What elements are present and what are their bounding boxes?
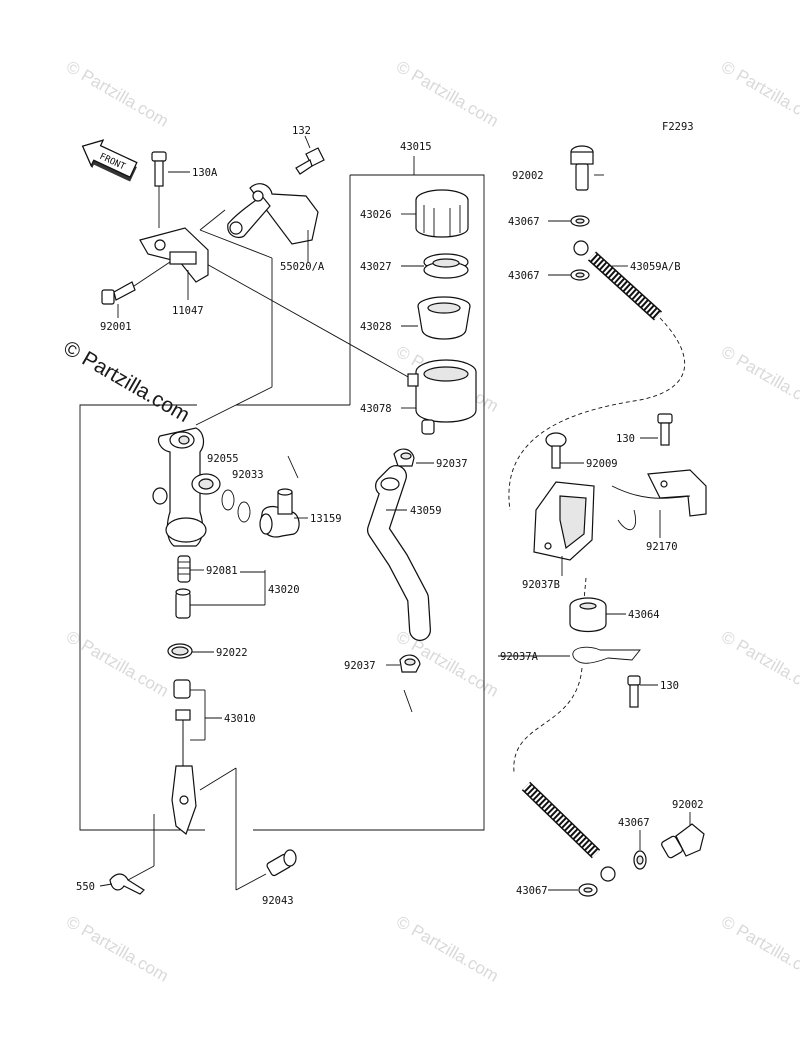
grommet-43064	[569, 597, 607, 633]
bolt-130-low	[627, 675, 641, 708]
callout-92037b[interactable]: 92037B	[522, 579, 560, 591]
callout-43067-c[interactable]: 43067	[618, 817, 650, 829]
watermark-text: © Partzilla.com	[718, 57, 800, 131]
washer-43067-b	[570, 269, 590, 281]
diaphragm-43028	[417, 296, 471, 340]
clamp-92037-mid	[399, 654, 421, 713]
callout-132[interactable]: 132	[292, 125, 311, 137]
watermark-text: © Partzilla.com	[63, 627, 172, 701]
hose-43059	[367, 465, 431, 641]
bolt-92001	[101, 261, 171, 305]
callout-43010[interactable]: 43010	[224, 713, 256, 725]
guide-92037b	[533, 481, 595, 561]
callout-43059ab[interactable]: 43059A/B	[630, 261, 681, 273]
spring-92081	[177, 555, 191, 583]
callout-92009[interactable]: 92009	[586, 458, 618, 470]
callout-43020[interactable]: 43020	[268, 584, 300, 596]
piston-43020	[175, 588, 191, 619]
clamp-92037a	[572, 646, 641, 664]
frame-lines	[79, 174, 485, 831]
callout-43015[interactable]: 43015	[400, 141, 432, 153]
clamp-92037-top	[393, 448, 415, 467]
watermark-text: © Partzilla.com	[63, 912, 172, 986]
diagram-code: F2293	[662, 121, 694, 133]
callout-43059[interactable]: 43059	[410, 505, 442, 517]
callout-43028[interactable]: 43028	[360, 321, 392, 333]
callout-92037a[interactable]: 92037A	[500, 651, 539, 663]
callout-43027[interactable]: 43027	[360, 261, 392, 273]
callout-92002-top[interactable]: 92002	[512, 170, 544, 182]
callout-92043[interactable]: 92043	[262, 895, 294, 907]
callout-130a[interactable]: 130A	[192, 167, 218, 179]
callout-92001[interactable]: 92001	[100, 321, 132, 333]
pin-92043	[199, 767, 297, 891]
master-cylinder-body	[152, 427, 221, 547]
plate-43027	[423, 253, 469, 279]
callout-92170[interactable]: 92170	[646, 541, 678, 553]
watermark-text: © Partzilla.com	[393, 912, 502, 986]
fitting-13159	[259, 455, 300, 538]
callout-92055[interactable]: 92055	[207, 453, 239, 465]
callout-92081[interactable]: 92081	[206, 565, 238, 577]
bolt-92009	[545, 432, 567, 469]
callout-43078[interactable]: 43078	[360, 403, 392, 415]
callout-130[interactable]: 130	[616, 433, 635, 445]
callout-55020a[interactable]: 55020/A	[280, 261, 325, 273]
callout-550[interactable]: 550	[76, 881, 95, 893]
bolt-132	[295, 147, 325, 175]
watermark-text: © Partzilla.com	[718, 912, 800, 986]
cap-43026	[415, 189, 469, 238]
o-ring-92033	[237, 501, 251, 523]
front-arrow-icon: FRONT	[81, 139, 138, 182]
callout-43067-d[interactable]: 43067	[516, 885, 548, 897]
reservoir-43078	[407, 359, 477, 435]
brake-hose-43059ab	[508, 240, 686, 882]
callout-43064[interactable]: 43064	[628, 609, 660, 621]
callout-11047[interactable]: 11047	[172, 305, 204, 317]
callout-92022[interactable]: 92022	[216, 647, 248, 659]
washer-43067-d	[578, 883, 598, 897]
bolt-130	[657, 413, 673, 446]
washer-43067-c	[633, 850, 647, 870]
callout-92037-top[interactable]: 92037	[436, 458, 468, 470]
callout-92037-mid[interactable]: 92037	[344, 660, 376, 672]
washer-43067-a	[570, 215, 590, 227]
leader-lines	[99, 135, 691, 891]
callout-92033[interactable]: 92033	[232, 469, 264, 481]
callout-43067-b[interactable]: 43067	[508, 270, 540, 282]
o-ring-92055	[221, 489, 235, 511]
callout-43067-a[interactable]: 43067	[508, 216, 540, 228]
watermark-text: © Partzilla.com	[718, 627, 800, 701]
watermark-text: © Partzilla.com	[393, 57, 502, 131]
banjo-bolt-92002-low	[661, 823, 705, 859]
pushrod-43010	[171, 679, 197, 835]
callout-130-low[interactable]: 130	[660, 680, 679, 692]
watermark-text: © Partzilla.com	[63, 57, 172, 131]
bracket-92170	[611, 469, 707, 531]
watermark-text: © Partzilla.com	[718, 342, 800, 416]
bolt-130a	[151, 151, 167, 228]
lever-55020a	[227, 183, 319, 245]
banjo-bolt-92002-top	[570, 145, 594, 191]
cotter-pin-550	[109, 814, 155, 895]
callout-13159[interactable]: 13159	[310, 513, 342, 525]
callout-43026[interactable]: 43026	[360, 209, 392, 221]
circlip-92022	[167, 643, 193, 659]
bracket-11047	[139, 227, 209, 283]
callout-labels: 132 130A 55020/A 11047 92001 43015 43026…	[76, 125, 704, 907]
callout-92002-low[interactable]: 92002	[672, 799, 704, 811]
